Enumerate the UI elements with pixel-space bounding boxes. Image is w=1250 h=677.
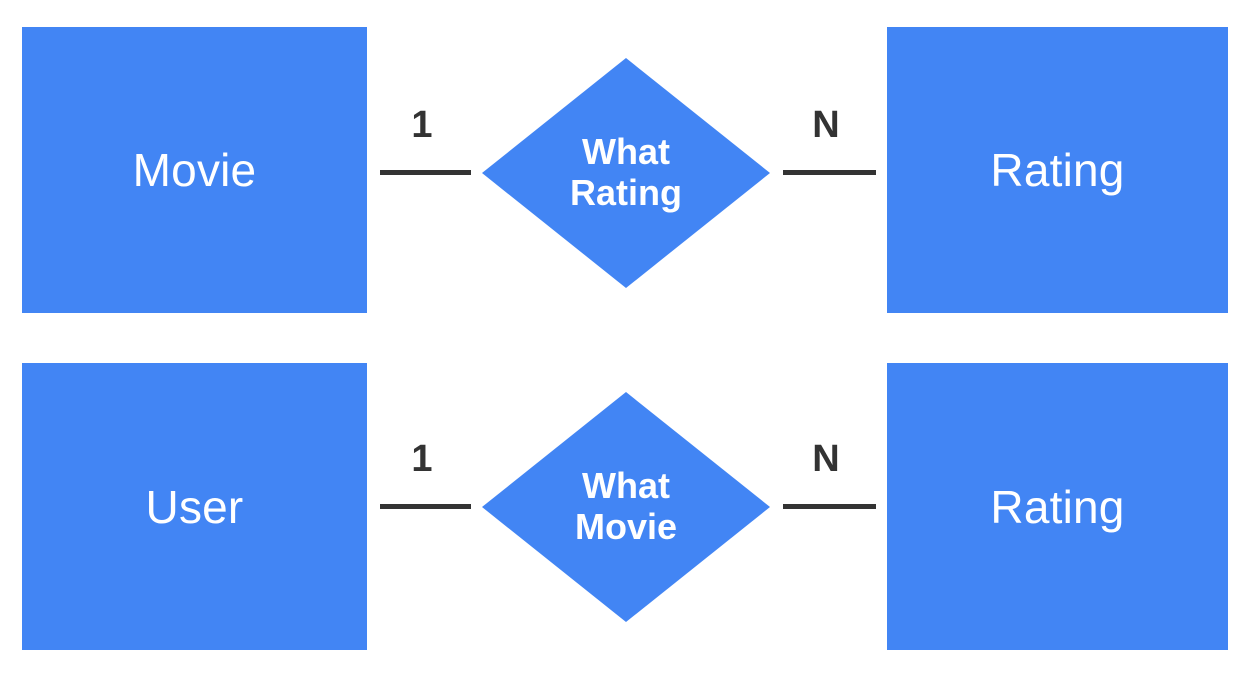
connector-what-movie-to-rating [783,504,876,509]
entity-rating-row1[interactable]: Rating [887,27,1228,313]
entity-rating-row2-label: Rating [990,480,1125,533]
entity-movie[interactable]: Movie [22,27,367,313]
connector-user-to-what-movie [380,504,471,509]
relationship-what-rating[interactable]: What Rating [482,58,770,288]
relationship-what-movie[interactable]: What Movie [482,392,770,622]
diamond-icon [482,392,770,622]
entity-rating-row2[interactable]: Rating [887,363,1228,650]
cardinality-movie-side: 1 [411,104,433,146]
diamond-icon [482,58,770,288]
entity-rating-row1-label: Rating [990,144,1125,196]
cardinality-user-side: 1 [411,438,433,480]
connector-what-rating-to-rating [783,170,876,175]
entity-user[interactable]: User [22,363,367,650]
cardinality-rating-side-row2: N [812,438,840,480]
entity-movie-label: Movie [132,144,257,196]
entity-user-label: User [145,480,244,533]
connector-movie-to-what-rating [380,170,471,175]
cardinality-rating-side-row1: N [812,104,840,146]
